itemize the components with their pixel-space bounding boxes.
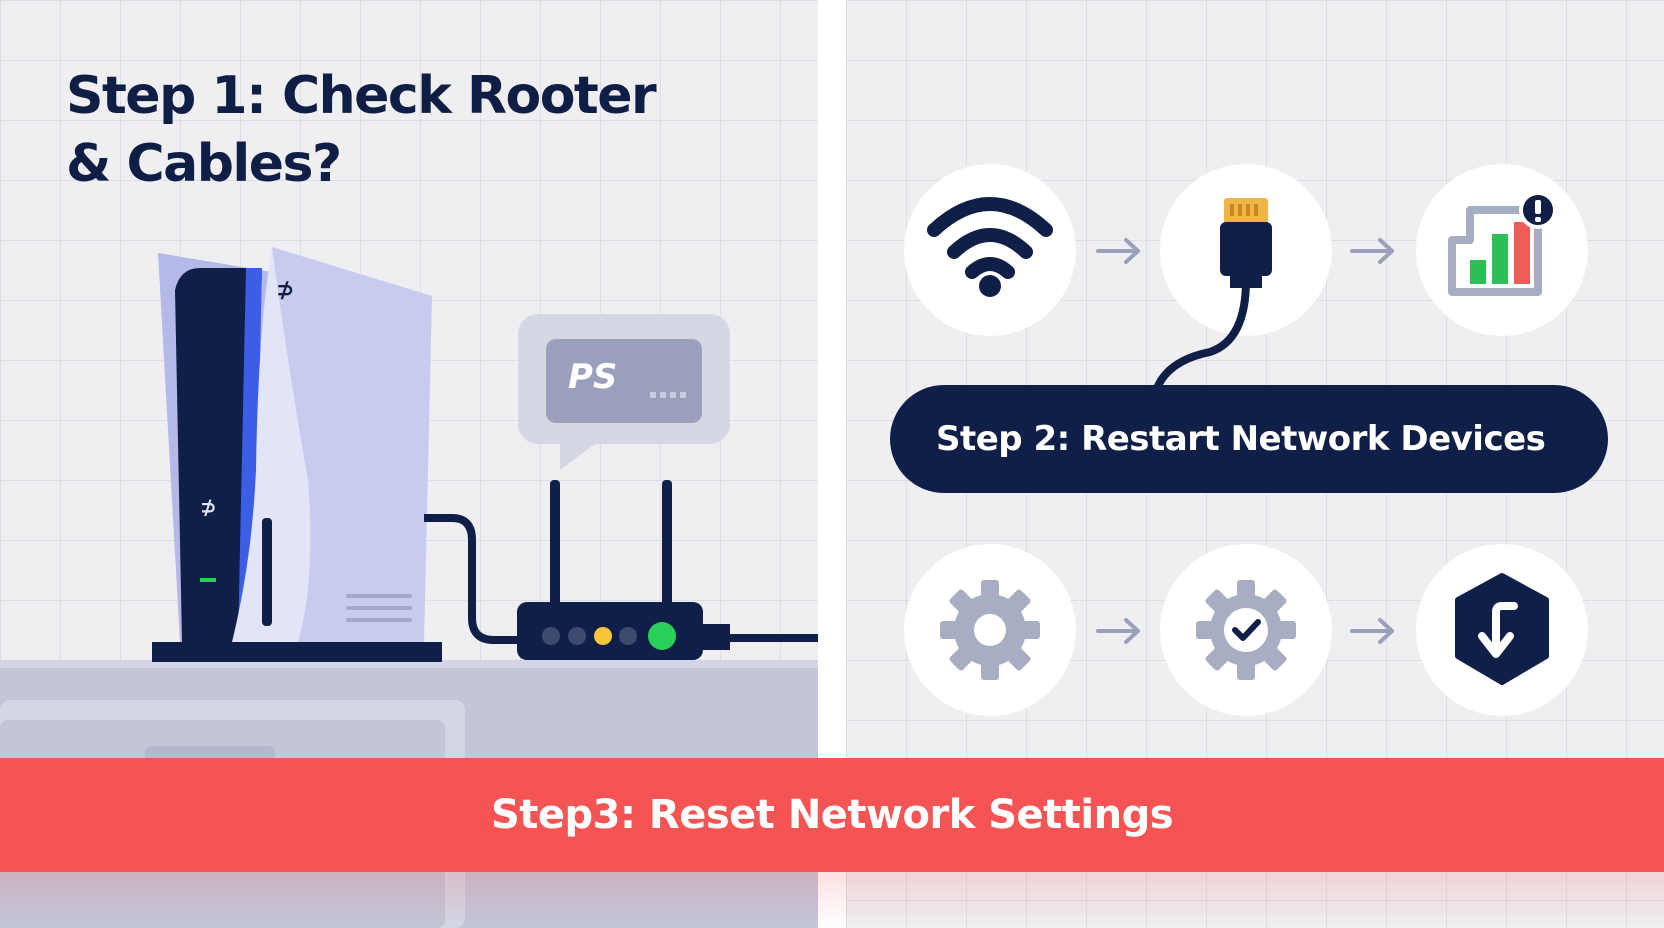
playstation-logo-icon: ⊅	[276, 278, 294, 303]
arrow-right-icon	[1350, 238, 1394, 264]
gear-icon	[940, 580, 1040, 680]
banner-reflection	[0, 872, 1664, 928]
signal-alert-icon	[1448, 191, 1557, 296]
router	[517, 480, 730, 660]
ethernet-cable-icon	[1220, 198, 1272, 288]
gear-check-icon	[1196, 580, 1296, 680]
arrow-right-icon	[1350, 618, 1394, 644]
ethernet-cable-wire	[1154, 280, 1250, 390]
playstation-logo-small-icon: ⊅	[200, 495, 217, 519]
speech-bubble: PS	[518, 314, 730, 470]
shield-circle	[1416, 544, 1588, 716]
step3-label: Step3: Reset Network Settings	[490, 792, 1174, 838]
arrow-right-icon	[1096, 618, 1140, 644]
gear-circle	[904, 544, 1076, 716]
arrow-right-icon	[1096, 238, 1140, 264]
wifi-icon	[927, 197, 1053, 297]
wifi-circle	[904, 164, 1076, 336]
step2-pill: Step 2: Restart Network Devices	[890, 385, 1608, 493]
step3-banner: Step3: Reset Network Settings	[0, 758, 1664, 872]
signal-circle	[1416, 164, 1588, 336]
gear-check-circle	[1160, 544, 1332, 716]
console-cable	[424, 514, 518, 644]
step2-label: Step 2: Restart Network Devices	[936, 419, 1546, 459]
step1-title: Step 1: Check Rooter & Cables?	[66, 66, 657, 194]
ethernet-circle	[1160, 164, 1332, 336]
shield-reset-icon	[1455, 573, 1549, 685]
ps-logo-text: PS	[568, 357, 617, 397]
ps5-console: ⊅ ⊅	[152, 247, 442, 662]
